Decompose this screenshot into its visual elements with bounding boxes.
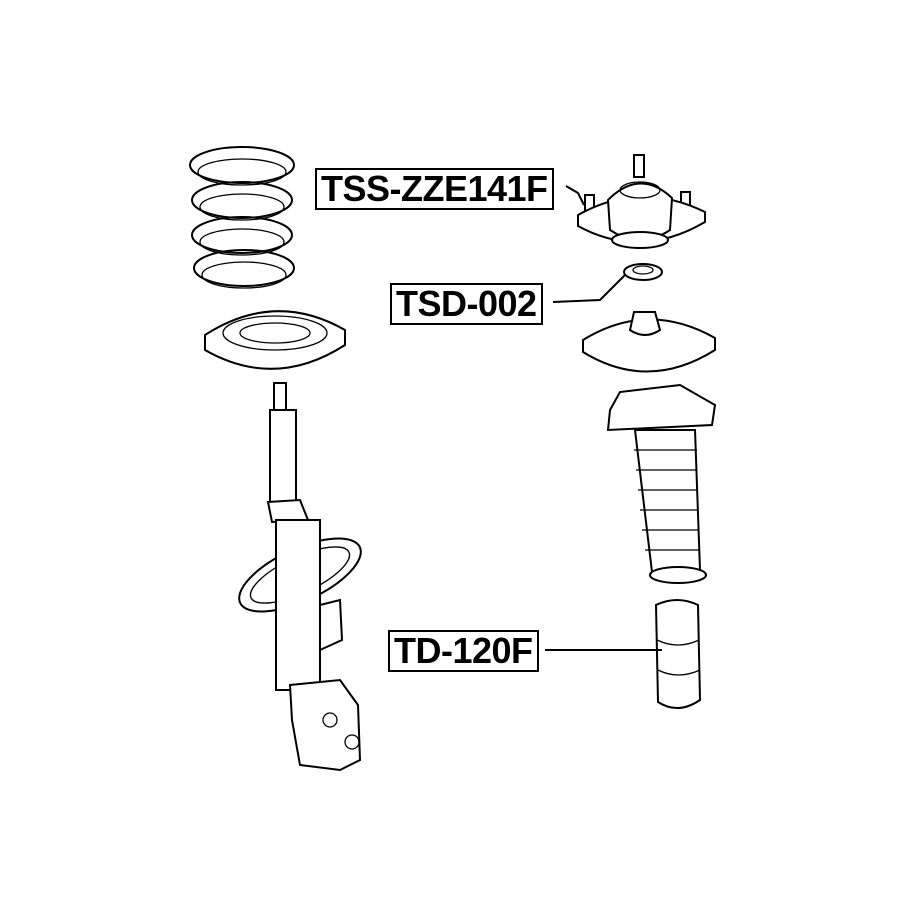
leader-line-bearing [552,274,626,303]
shock-absorber-strut [238,382,362,772]
dust-boot [606,383,717,584]
leader-line-top-mount [565,185,585,206]
label-bearing: TSD-002 [390,283,543,325]
bump-stopper [654,599,702,709]
label-top-mount: TSS-ZZE141F [315,168,554,210]
bearing [623,263,663,281]
upper-spring-seat [582,311,716,373]
strut-mount [577,154,706,249]
label-bump-stop: TD-120F [388,630,539,672]
coil-spring [189,146,295,289]
spring-insulator [204,310,346,370]
